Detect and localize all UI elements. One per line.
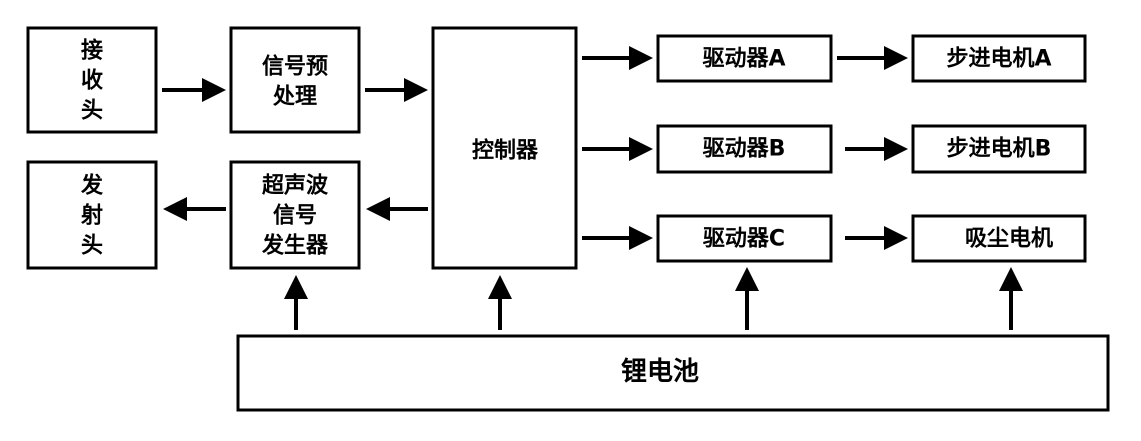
stepper-motor-a-label: 步进电机A <box>946 46 1051 72</box>
ultrasonic-generator-block: 超声波 信号 发生器 <box>229 160 361 270</box>
transmitter-label-line2: 射 <box>80 203 103 229</box>
driver-b-label: 驱动器B <box>703 137 786 162</box>
vacuum-motor-label: 吸尘电机 <box>965 227 1053 252</box>
stepper-motor-b-block: 步进电机B <box>911 124 1087 174</box>
receiver-label-line1: 接 <box>81 39 103 64</box>
driver-a-block: 驱动器A <box>656 34 833 83</box>
battery-label: 锂电池 <box>621 357 699 387</box>
driver-a-label: 驱动器A <box>702 47 785 72</box>
controller-label: 控制器 <box>472 138 539 164</box>
preprocess-label-line2: 处理 <box>272 84 317 110</box>
transmitter-label-line3: 头 <box>81 234 103 259</box>
driver-c-block: 驱动器C <box>656 214 833 263</box>
driver-b-block: 驱动器B <box>656 124 833 174</box>
receiver-block: 接 收 头 <box>26 26 158 134</box>
transmitter-label-line1: 发 <box>80 173 104 199</box>
preprocess-block: 信号预 处理 <box>229 26 361 134</box>
controller-block: 控制器 <box>431 26 578 270</box>
battery-block: 锂电池 <box>236 334 1110 412</box>
ultrasonic-label-line3: 发生器 <box>261 233 329 259</box>
stepper-motor-b-label: 步进电机B <box>947 136 1052 162</box>
stepper-motor-a-block: 步进电机A <box>911 34 1087 83</box>
driver-c-label: 驱动器C <box>703 227 785 252</box>
preprocess-label-line1: 信号预 <box>262 54 328 80</box>
transmitter-block: 发 射 头 <box>26 160 158 270</box>
ultrasonic-label-line1: 超声波 <box>262 174 329 199</box>
vacuum-motor-block: 吸尘电机 <box>911 214 1087 263</box>
ultrasonic-label-line2: 信号 <box>273 203 317 229</box>
receiver-label-line2: 收 <box>81 68 103 94</box>
receiver-label-line3: 头 <box>81 99 103 124</box>
